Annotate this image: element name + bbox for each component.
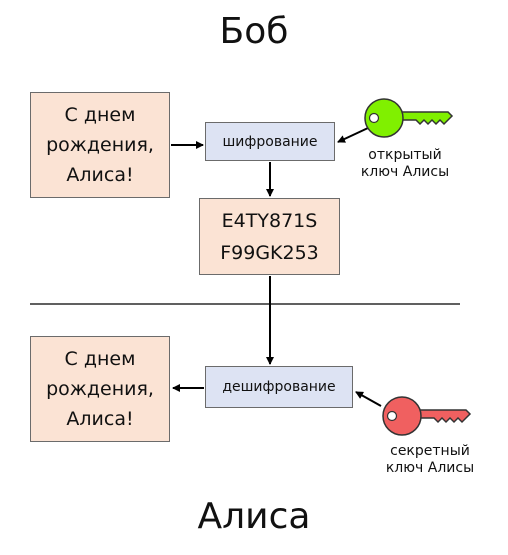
sender-title: Боб [219,11,289,52]
public-key-label: открытый ключ Алисы [345,147,465,181]
arrow-public-key-to-encrypt [337,127,369,143]
plaintext-box-bottom: С днем рождения, Алиса! [30,336,170,442]
decrypt-box: дешифрование [205,366,353,408]
plaintext-line: С днем [64,104,136,126]
arrow-private-key-to-decrypt [355,391,382,407]
public-key-head [364,98,404,138]
ciphertext-box: E4TY871S F99GK253 [199,198,340,275]
ciphertext-line: F99GK253 [220,241,319,264]
encrypt-label: шифрование [222,133,318,150]
public-key-blade [399,111,454,126]
plaintext-line: рождения, [46,378,154,400]
ciphertext-line: E4TY871S [221,209,318,232]
plaintext-line: С днем [64,348,136,370]
private-key-label-line: секретный [390,443,470,459]
plaintext-line: рождения, [46,134,154,156]
private-key-label-line: ключ Алисы [385,460,475,476]
plaintext-line: Алиса! [66,164,134,186]
private-key-head [382,396,422,436]
public-key-label-line: открытый [368,147,442,163]
private-key-blade [417,409,472,424]
public-key-label-line: ключ Алисы [360,164,450,180]
private-key-icon [382,396,472,436]
encrypt-box: шифрование [205,122,335,161]
receiver-title: Алиса [197,496,311,537]
private-key-label: секретный ключ Алисы [370,443,490,477]
plaintext-box-top: С днем рождения, Алиса! [30,92,170,198]
decrypt-label: дешифрование [222,379,336,395]
public-key-icon [364,98,454,138]
plaintext-line: Алиса! [66,408,134,430]
